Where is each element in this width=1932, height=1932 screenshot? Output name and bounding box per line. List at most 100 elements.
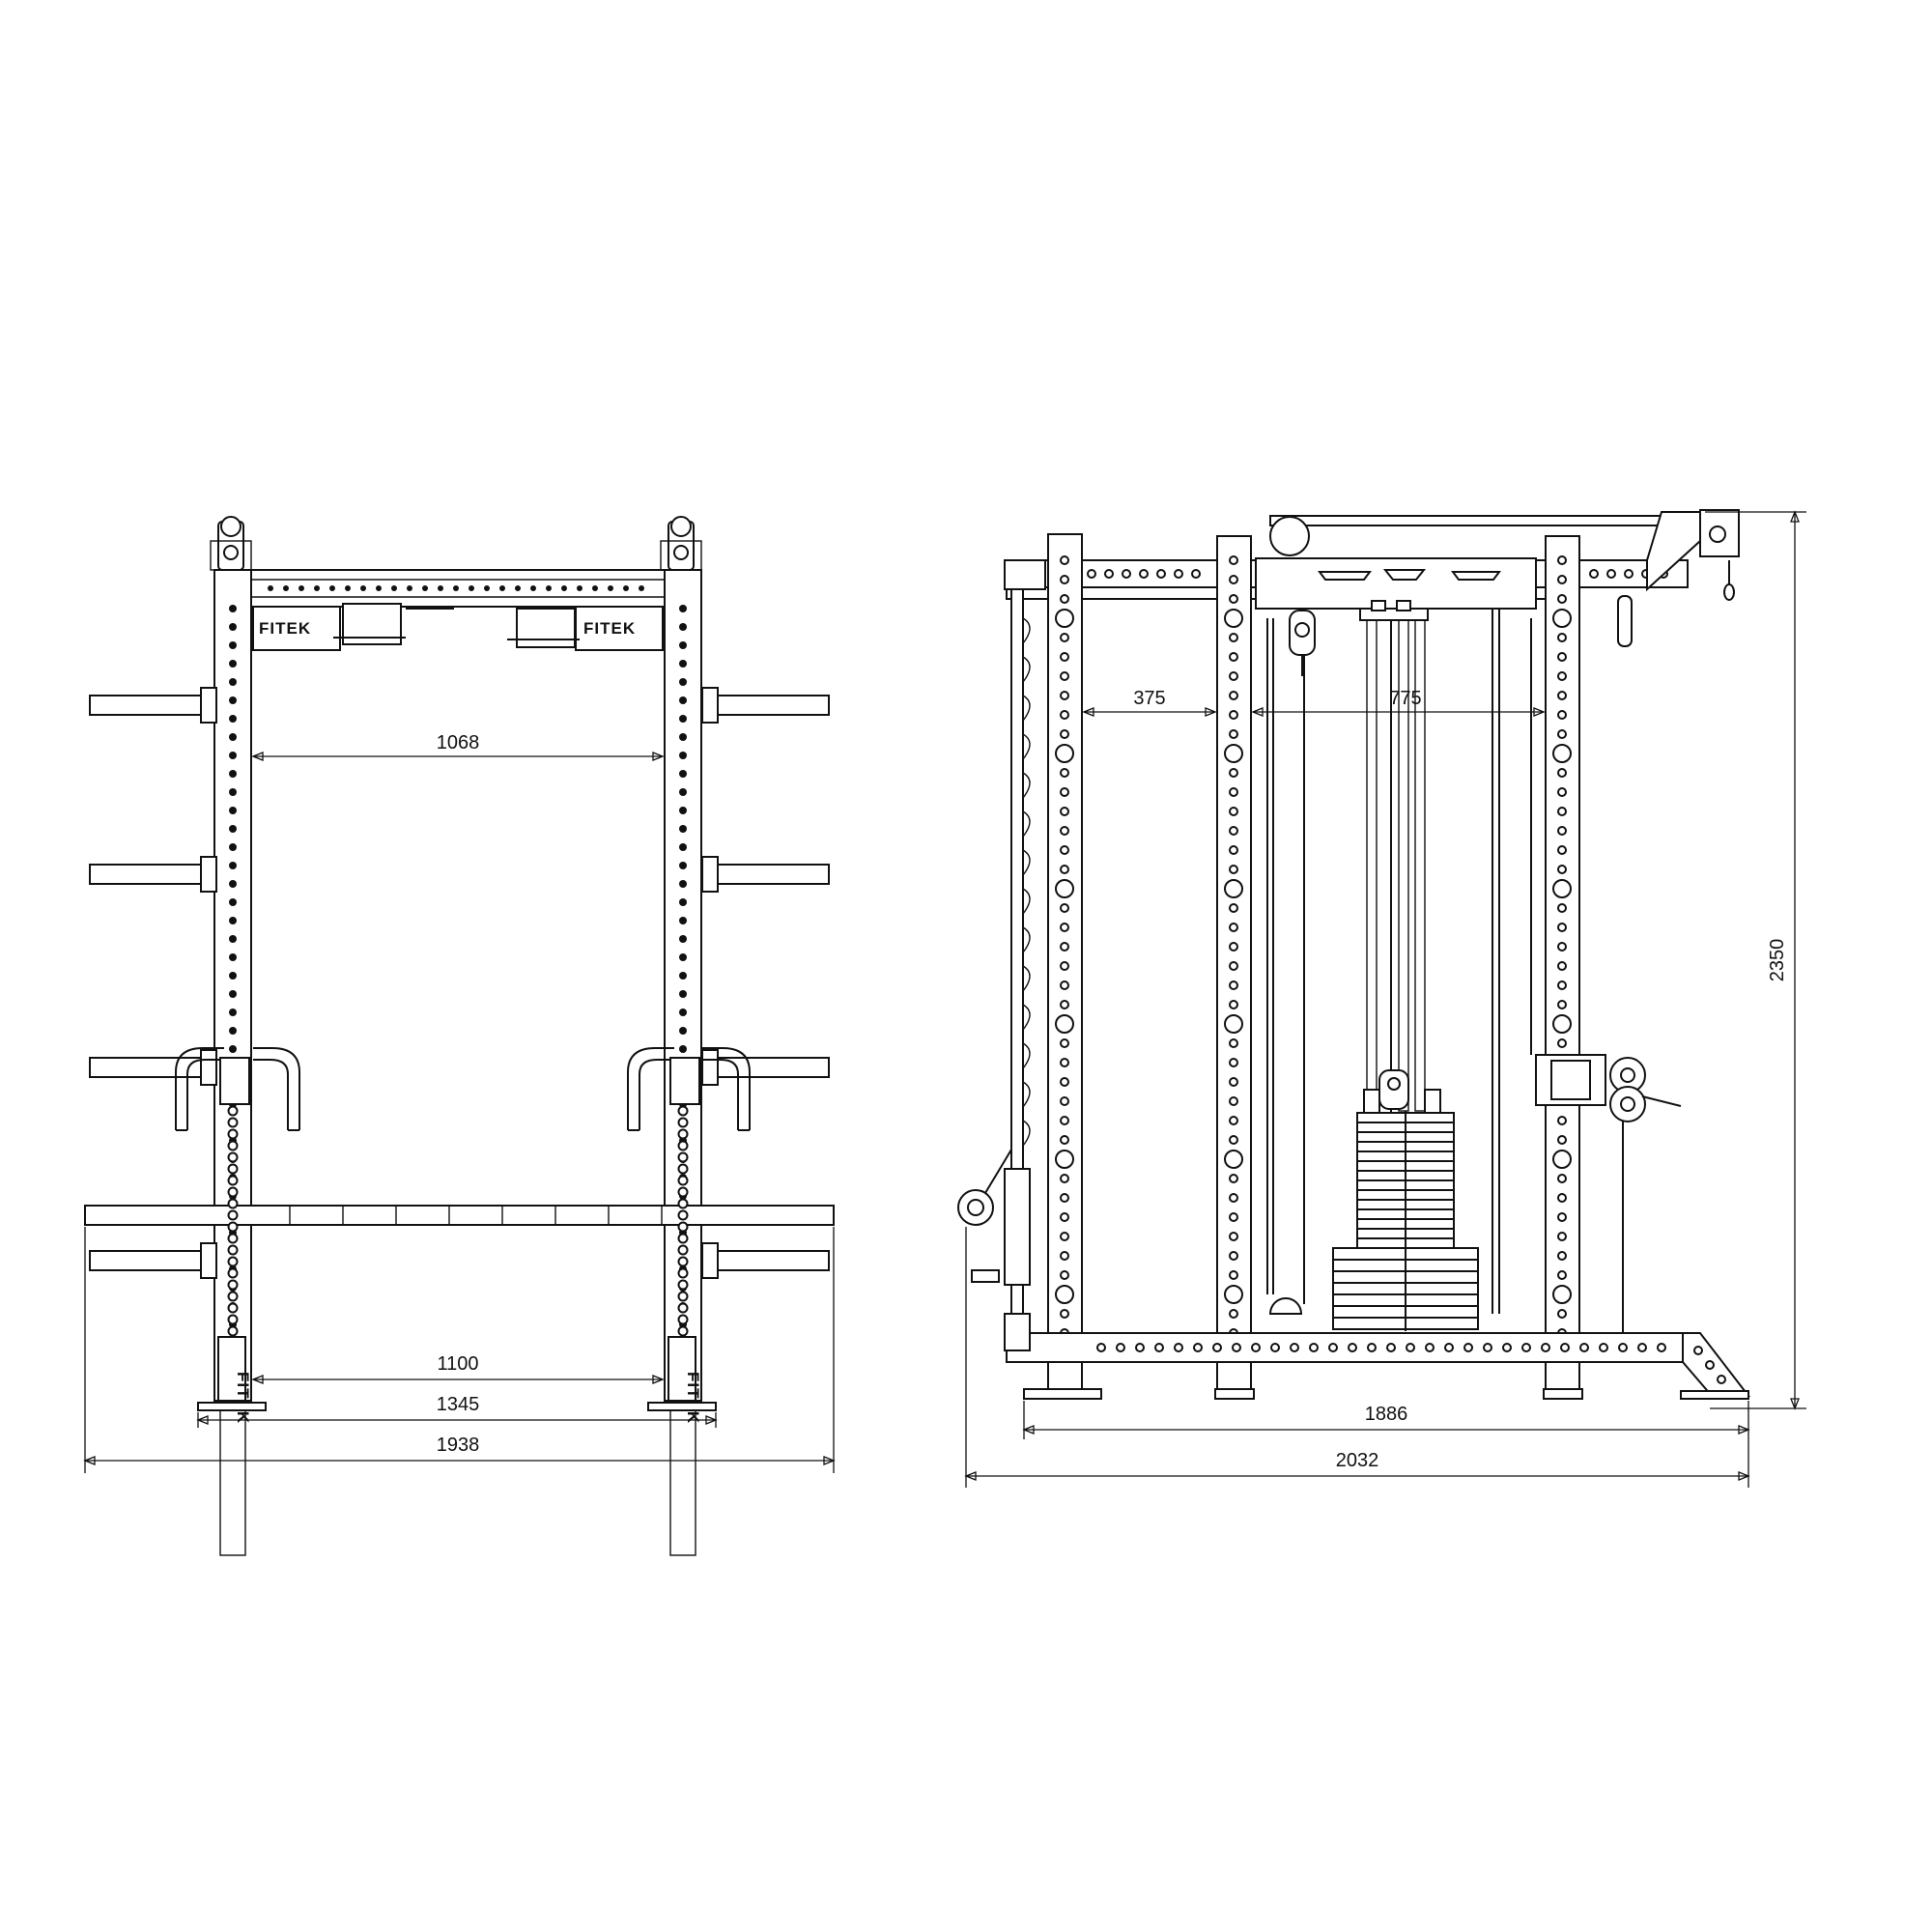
chain-link <box>677 1256 689 1267</box>
upright-hole <box>1224 1285 1243 1304</box>
side-base-beam <box>1006 1332 1751 1400</box>
upright-hole <box>1557 865 1567 874</box>
upright-hole <box>229 605 237 612</box>
upright-hole <box>679 1009 687 1016</box>
beam-pin <box>376 585 382 591</box>
upright-hole <box>1060 594 1069 604</box>
upright-hole <box>1060 768 1069 778</box>
chain-link <box>677 1117 689 1128</box>
upright-hole <box>1557 768 1567 778</box>
beam-pin <box>360 585 366 591</box>
chain-link <box>677 1175 689 1186</box>
upright-hole <box>679 917 687 924</box>
chain-link <box>227 1128 239 1140</box>
upright-hole <box>1557 1251 1567 1261</box>
front-view: FITEK FITEK <box>83 516 836 1556</box>
upright-hole <box>1229 1000 1238 1009</box>
chain-link <box>677 1314 689 1325</box>
horn-collar-right <box>701 1049 719 1086</box>
upright-hole <box>1060 671 1069 681</box>
beam-pin <box>561 585 567 591</box>
upright-hole <box>1229 865 1238 874</box>
chain-link <box>677 1279 689 1291</box>
beam-hole <box>1156 569 1166 579</box>
upright-hole <box>1557 826 1567 836</box>
upright-hole <box>1229 729 1238 739</box>
upright-hole <box>1557 633 1567 642</box>
upright-hole <box>679 825 687 833</box>
upright-hole <box>679 641 687 649</box>
upright-hole <box>1557 961 1567 971</box>
upright-hole <box>1060 1000 1069 1009</box>
beam-hole <box>1104 569 1114 579</box>
upright-hole <box>1229 1193 1238 1203</box>
chain-link <box>227 1267 239 1279</box>
upright-hole <box>1229 1077 1238 1087</box>
upright-hole <box>1060 903 1069 913</box>
upright-hole <box>1557 807 1567 816</box>
upright-hole <box>1229 1135 1238 1145</box>
chain-link <box>677 1140 689 1151</box>
side-rear-pulley <box>1530 618 1682 1333</box>
beam-pin <box>268 585 273 591</box>
upright-hole <box>1229 1270 1238 1280</box>
side-foot-2 <box>1214 1388 1255 1400</box>
upright-hole <box>1229 1058 1238 1067</box>
dim-bay-rear: 775 <box>1389 688 1421 709</box>
upright-hole <box>1224 1150 1243 1169</box>
upright-hole <box>1060 923 1069 932</box>
side-upright-2 <box>1216 535 1252 1390</box>
upright-hole <box>229 972 237 980</box>
upright-hole <box>1557 1000 1567 1009</box>
upright-hole <box>229 770 237 778</box>
beam-pin <box>515 585 521 591</box>
chain-link <box>677 1151 689 1163</box>
upright-hole <box>1060 961 1069 971</box>
upright-hole <box>229 880 237 888</box>
upright-hole <box>1060 1135 1069 1145</box>
upright-hole <box>1557 594 1567 604</box>
beam-hole <box>1087 569 1096 579</box>
base-hole <box>1521 1343 1531 1352</box>
brand-logo-right: FITEK <box>583 619 636 638</box>
upright-hole <box>1060 691 1069 700</box>
beam-pin <box>283 585 289 591</box>
beam-hole <box>1174 569 1183 579</box>
upright-hole <box>229 1009 237 1016</box>
upright-hole <box>1557 555 1567 565</box>
base-hole <box>1406 1343 1415 1352</box>
base-hole <box>1560 1343 1570 1352</box>
base-hole <box>1618 1343 1628 1352</box>
side-safety-rail <box>957 588 1031 1351</box>
horn-collar-right <box>701 856 719 893</box>
chain-link <box>227 1302 239 1314</box>
upright-hole <box>679 660 687 668</box>
upright-hole <box>679 788 687 796</box>
upright-hole <box>1557 942 1567 952</box>
upright-hole <box>229 825 237 833</box>
beam-pin <box>453 585 459 591</box>
upright-hole <box>1229 1038 1238 1048</box>
upright-hole <box>679 898 687 906</box>
base-hole <box>1637 1343 1647 1352</box>
side-weight-stack <box>1332 1069 1479 1331</box>
rail-hook <box>1022 810 1031 838</box>
upright-hole <box>1557 980 1567 990</box>
upright-hole <box>1229 961 1238 971</box>
horn-collar-left <box>200 1242 217 1279</box>
upright-hole <box>1229 980 1238 990</box>
upright-hole <box>229 898 237 906</box>
chain-link <box>227 1175 239 1186</box>
horn-collar-right <box>701 1242 719 1279</box>
chain-link <box>227 1244 239 1256</box>
weight-horn-left <box>89 1250 216 1271</box>
upright-hole <box>1552 1285 1572 1304</box>
upright-hole <box>679 990 687 998</box>
upright-hole <box>1229 845 1238 855</box>
upright-hole <box>1557 1116 1567 1125</box>
base-hole <box>1579 1343 1589 1352</box>
upright-hole <box>1060 729 1069 739</box>
upright-hole <box>1557 923 1567 932</box>
beam-pin <box>438 585 443 591</box>
chain-link <box>677 1233 689 1244</box>
